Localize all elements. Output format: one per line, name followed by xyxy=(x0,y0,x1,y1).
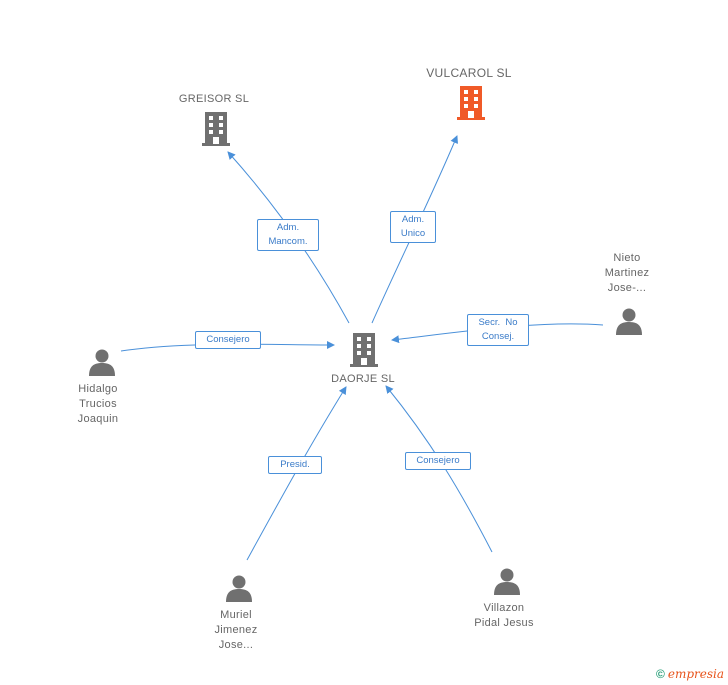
person-icon[interactable] xyxy=(225,574,253,607)
building-icon[interactable] xyxy=(455,86,487,125)
edge-label-muriel[interactable]: Presid. xyxy=(268,456,322,474)
building-icon[interactable] xyxy=(350,333,378,372)
company-label-greisor[interactable]: GREISOR SL xyxy=(178,93,250,105)
edge-label-vulcarol[interactable]: Adm.Unico xyxy=(390,211,436,243)
edge-label-villazon[interactable]: Consejero xyxy=(405,452,471,470)
brand-name: empresia xyxy=(667,667,724,681)
person-icon[interactable] xyxy=(615,307,643,340)
copyright-icon: © xyxy=(656,667,665,681)
building-icon[interactable] xyxy=(200,112,232,151)
person-icon[interactable] xyxy=(493,567,521,600)
company-label-vulcarol[interactable]: VULCAROL SL xyxy=(426,66,512,80)
edge-label-hidalgo[interactable]: Consejero xyxy=(195,331,261,349)
person-icon[interactable] xyxy=(88,348,116,381)
company-label-daorje[interactable]: DAORJE SL xyxy=(331,373,395,385)
edge-label-greisor[interactable]: Adm.Mancom. xyxy=(257,219,319,251)
brand-logo: ©empresia xyxy=(656,667,724,681)
